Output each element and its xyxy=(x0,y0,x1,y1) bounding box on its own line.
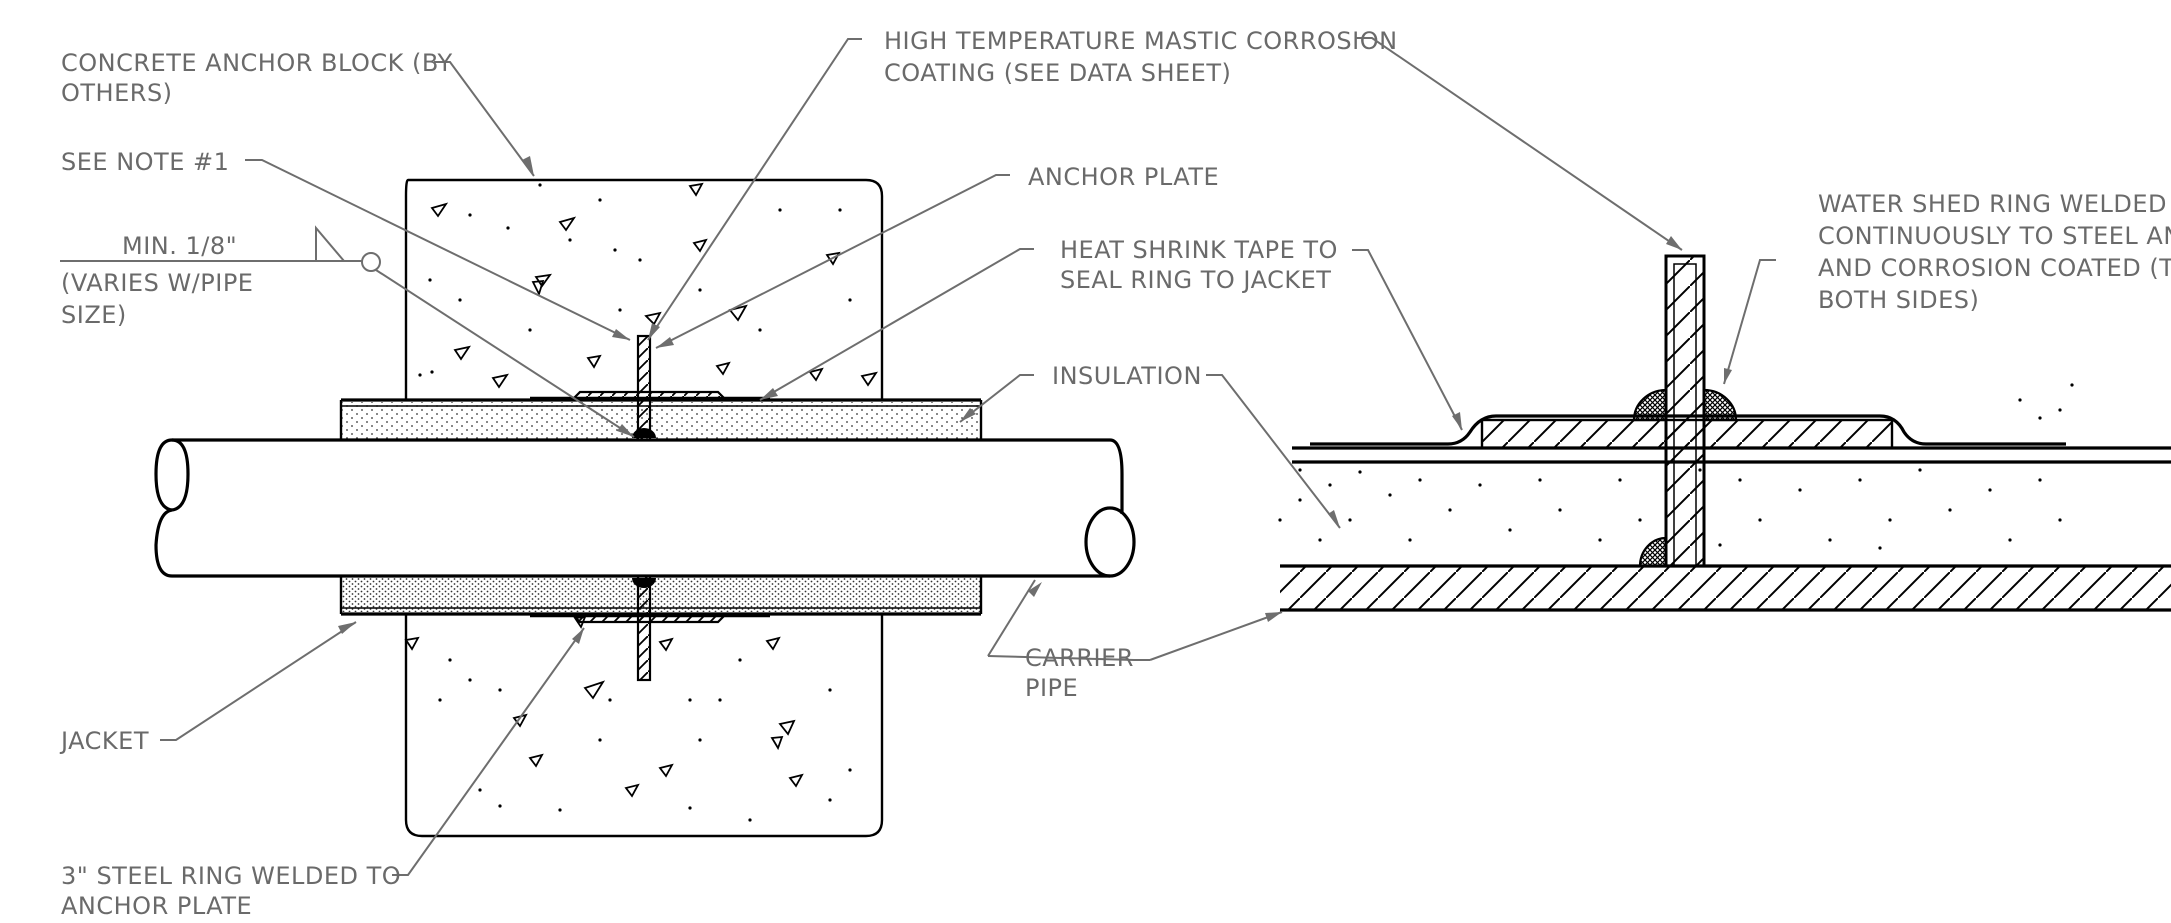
detail-carrier-pipe-wall xyxy=(1280,564,2171,612)
label-mastic-coating-line2: COATING (SEE DATA SHEET) xyxy=(884,59,1231,87)
jacket-insulation-top xyxy=(339,398,983,440)
label-min-weld: MIN. 1/8" xyxy=(122,232,237,260)
label-jacket: JACKET xyxy=(59,727,149,755)
detail-insulation xyxy=(1278,383,2074,550)
label-water-shed-line3: AND CORROSION COATED (TYP. xyxy=(1818,254,2171,282)
jacket-insulation-bottom xyxy=(339,576,983,616)
concrete-sand-dots xyxy=(418,183,852,822)
anchor-plate-left xyxy=(632,334,656,682)
label-carrier-pipe-line2: PIPE xyxy=(1025,674,1078,702)
label-concrete-anchor-block-line1: CONCRETE ANCHOR BLOCK (BY xyxy=(61,49,453,77)
right-enlarged-detail: WATER SHED RING WELDED CONTINUOUSLY TO S… xyxy=(1149,37,2171,661)
label-water-shed-line1: WATER SHED RING WELDED xyxy=(1818,190,2167,218)
label-varies-line1: (VARIES W/PIPE xyxy=(61,269,253,297)
carrier-pipe-left xyxy=(154,438,1136,578)
label-varies-line2: SIZE) xyxy=(61,301,127,329)
label-insulation: INSULATION xyxy=(1052,362,1202,390)
label-steel-ring-line1: 3" STEEL RING WELDED TO xyxy=(61,862,401,890)
label-concrete-anchor-block-line2: OTHERS) xyxy=(61,79,173,107)
label-steel-ring-line2: ANCHOR PLATE xyxy=(61,892,252,920)
detail-welds xyxy=(1632,388,1738,568)
label-anchor-plate: ANCHOR PLATE xyxy=(1028,163,1219,191)
left-section-view: CONCRETE ANCHOR BLOCK (BY OTHERS) SEE NO… xyxy=(59,27,1398,920)
right-leaders xyxy=(1149,37,1776,661)
label-water-shed-line2: CONTINUOUSLY TO STEEL ANCHOR xyxy=(1818,222,2171,250)
label-carrier-pipe-line1: CARRIER xyxy=(1025,644,1134,672)
label-heat-shrink-line2: SEAL RING TO JACKET xyxy=(1060,266,1331,294)
weld-symbol xyxy=(60,225,381,272)
label-water-shed-line4: BOTH SIDES) xyxy=(1818,286,1979,314)
label-heat-shrink-line1: HEAT SHRINK TAPE TO xyxy=(1060,236,1338,264)
detail-anchor-plate xyxy=(1664,254,1706,568)
label-see-note: SEE NOTE #1 xyxy=(61,148,229,176)
left-leaders xyxy=(160,38,1150,876)
detail-jacket xyxy=(1292,446,2171,464)
label-mastic-coating-line1: HIGH TEMPERATURE MASTIC CORROSION xyxy=(884,27,1398,55)
